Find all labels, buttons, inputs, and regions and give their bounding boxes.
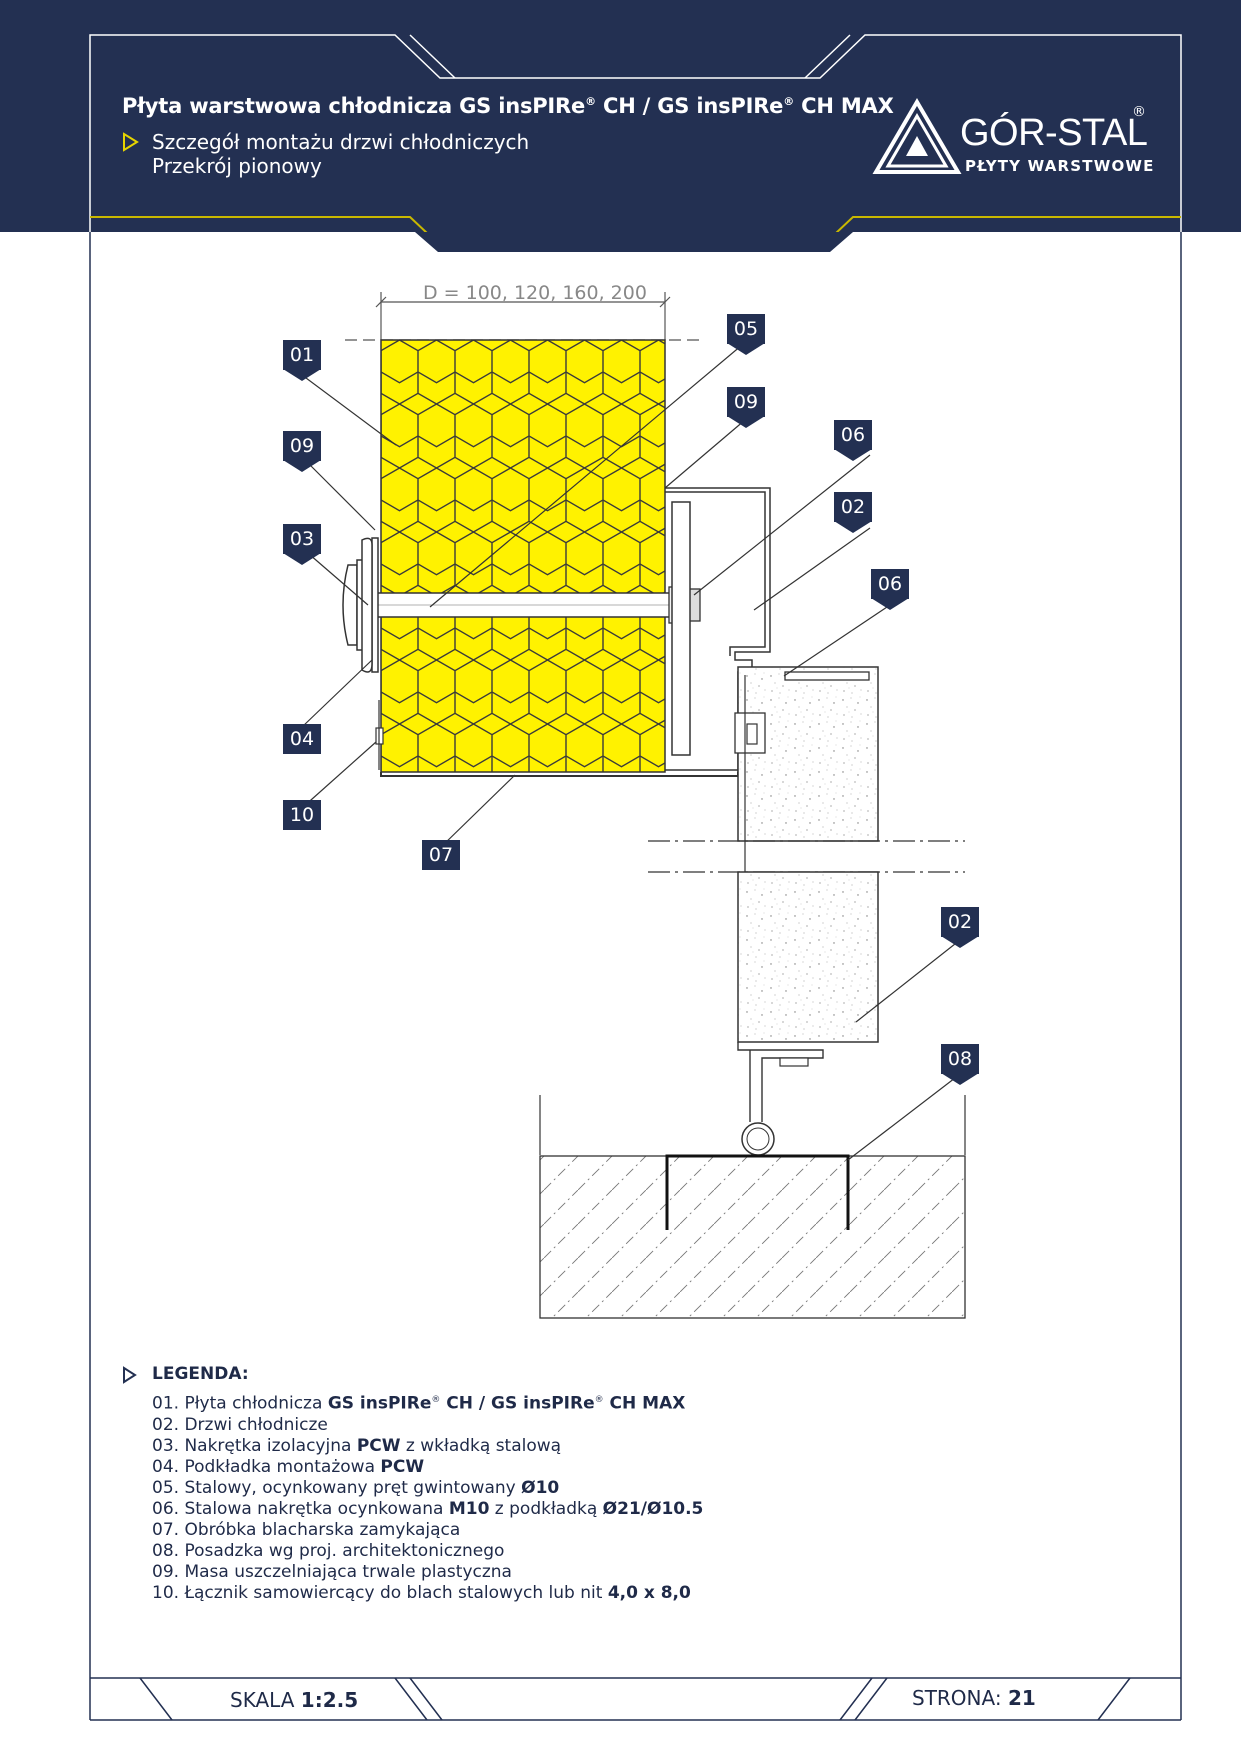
break-lines — [648, 840, 965, 873]
legend-item-06: 06. Stalowa nakrętka ocynkowana M10 z po… — [152, 1499, 703, 1520]
legend-bold: M10 — [448, 1498, 490, 1519]
legend-bold: GS insPIRe — [327, 1393, 432, 1414]
legend-text: 06. Stalowa nakrętka ocynkowana — [152, 1498, 449, 1519]
cold-room-door-upper — [737, 666, 879, 842]
legend-item-02: 02. Drzwi chłodnicze — [152, 1414, 328, 1435]
insulated-panel-core — [380, 339, 666, 773]
page-subtitle-2: Przekrój pionowy — [152, 154, 322, 178]
title-part-3: CH MAX — [794, 94, 894, 118]
tag-label: 07 — [422, 840, 460, 870]
legend-bold: Ø10 — [521, 1477, 560, 1498]
tag-label: 05 — [727, 314, 765, 344]
tag-09: 09 — [727, 387, 765, 428]
legend-item-10: 10. Łącznik samowiercący do blach stalow… — [152, 1583, 703, 1604]
title-part-2: CH / GS insPIRe — [595, 94, 784, 118]
door-top-profile — [784, 671, 870, 681]
logo-name: GÓR-STAL — [960, 112, 1148, 154]
reg-mark: ® — [594, 1395, 604, 1405]
title-part-1: Płyta warstwowa chłodnicza GS insPIRe — [122, 94, 586, 118]
tag-06: 06 — [871, 569, 909, 610]
tag-02: 02 — [834, 492, 872, 533]
tag-10: 10 — [283, 800, 321, 838]
header-accent-line — [90, 216, 1181, 235]
page-number: STRONA: 21 — [912, 1686, 1036, 1710]
scale-value: 1:2.5 — [300, 1688, 359, 1712]
scale-info: SKALA 1:2.5 — [230, 1688, 358, 1712]
header-band — [0, 0, 1241, 232]
legend-bold: PCW — [380, 1456, 425, 1477]
page-title: Płyta warstwowa chłodnicza GS insPIRe® C… — [122, 94, 894, 118]
tag-05: 05 — [727, 314, 765, 355]
tag-label: 09 — [283, 431, 321, 461]
threaded-rod — [367, 586, 701, 624]
legend-item-09: 09. Masa uszczelniająca trwale plastyczn… — [152, 1561, 512, 1582]
tag-09: 09 — [283, 431, 321, 472]
door-bottom-seal — [737, 1042, 824, 1122]
reg-mark: ® — [783, 95, 795, 108]
legend-text: z podkładką — [489, 1498, 603, 1519]
tag-label: 06 — [834, 420, 872, 450]
header-frame — [89, 34, 1182, 232]
legend-item-08: 08. Posadzka wg proj. architektonicznego — [152, 1540, 505, 1561]
tag-label: 02 — [941, 907, 979, 937]
page-value: 21 — [1007, 1686, 1036, 1710]
cold-room-door-lower — [737, 871, 879, 1043]
tag-07: 07 — [422, 840, 460, 878]
legend-item-05: 05. Stalowy, ocynkowany pręt gwintowany … — [152, 1478, 703, 1499]
dimension-label: D = 100, 120, 160, 200 — [423, 282, 647, 304]
legend-item-04: 04. Podkładka montażowa PCW — [152, 1457, 703, 1478]
legend-item-07: 07. Obróbka blacharska zamykająca — [152, 1519, 461, 1540]
logo-reg-mark: ® — [1132, 104, 1146, 120]
legend-bold: CH / GS insPIRe — [440, 1393, 595, 1414]
legend-text: 04. Podkładka montażowa — [152, 1456, 381, 1477]
legend-bold: 4,0 x 8,0 — [607, 1582, 691, 1603]
legend-text: 05. Stalowy, ocynkowany pręt gwintowany — [152, 1477, 522, 1498]
legend-bold: Ø21/Ø10.5 — [602, 1498, 704, 1519]
legend-text: 01. Płyta chłodnicza — [152, 1393, 328, 1414]
scale-label: SKALA — [230, 1688, 301, 1712]
reg-mark: ® — [585, 95, 596, 108]
tag-label: 02 — [834, 492, 872, 522]
tag-label: 06 — [871, 569, 909, 599]
legend-text: 10. Łącznik samowiercący do blach stalow… — [152, 1582, 608, 1603]
gor-stal-logo-icon — [872, 98, 962, 174]
tag-label: 01 — [283, 340, 321, 370]
page-label: STRONA: — [912, 1686, 1008, 1710]
legend-bold: CH MAX — [603, 1393, 686, 1414]
legend-item-03: 03. Nakrętka izolacyjna PCW z wkładką st… — [152, 1436, 703, 1457]
door-frame-profile — [665, 487, 771, 772]
triangle-arrow-icon — [123, 132, 139, 152]
logo-tagline: PŁYTY WARSTWOWE — [965, 157, 1155, 175]
tag-label: 03 — [283, 524, 321, 554]
tag-label: 09 — [727, 387, 765, 417]
legend-title: LEGENDA: — [152, 1364, 249, 1384]
pcw-nut-and-washer — [342, 537, 379, 673]
legend-text: z wkładką stalową — [400, 1435, 562, 1456]
tag-06: 06 — [834, 420, 872, 461]
legend-bold: PCW — [356, 1435, 401, 1456]
tag-label: 08 — [941, 1044, 979, 1074]
tag-03: 03 — [283, 524, 321, 565]
legend-arrow-icon — [123, 1366, 137, 1384]
header-notch — [415, 232, 853, 252]
page-frame — [89, 232, 1182, 1721]
legend-text: 03. Nakrętka izolacyjna — [152, 1435, 357, 1456]
tag-08: 08 — [941, 1044, 979, 1085]
tag-label: 04 — [283, 724, 321, 754]
legend-item-01: 01. Płyta chłodnicza GS insPIRe® CH / GS… — [152, 1390, 703, 1415]
tag-02: 02 — [941, 907, 979, 948]
tag-04: 04 — [283, 724, 321, 762]
tag-label: 10 — [283, 800, 321, 830]
floor-section — [539, 1095, 966, 1319]
tag-01: 01 — [283, 340, 321, 381]
legend-list: 01. Płyta chłodnicza GS insPIRe® CH / GS… — [152, 1390, 703, 1604]
reg-mark: ® — [431, 1395, 441, 1405]
page-subtitle-1: Szczegół montażu drzwi chłodniczych — [152, 130, 530, 154]
